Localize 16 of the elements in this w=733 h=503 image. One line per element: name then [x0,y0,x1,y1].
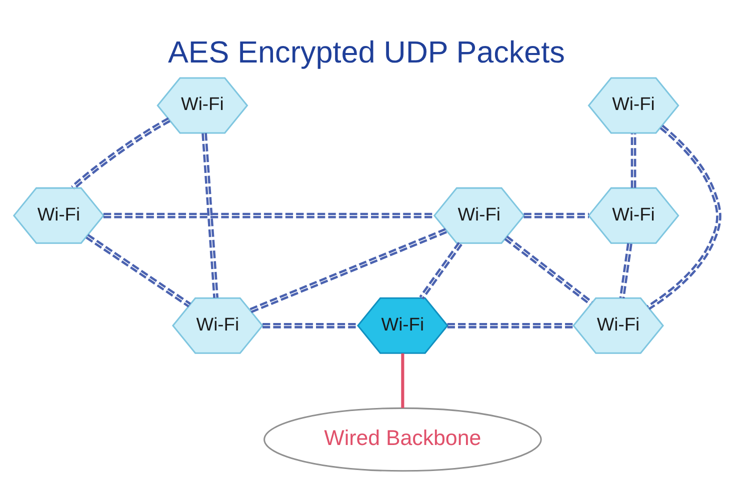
connector [619,243,632,298]
connector [504,236,593,306]
connector [447,322,574,328]
connector [419,242,462,300]
connector [524,212,589,218]
connector [401,353,404,408]
connector [630,133,636,188]
node-ellipse: Wired Backbone [264,407,542,472]
connector [202,133,219,298]
connector [250,228,448,314]
connector [71,117,170,190]
connector [646,124,722,310]
connector [262,322,358,328]
diagram-title: AES Encrypted UDP Packets [168,36,565,70]
connector [103,212,434,218]
connector [86,234,192,308]
